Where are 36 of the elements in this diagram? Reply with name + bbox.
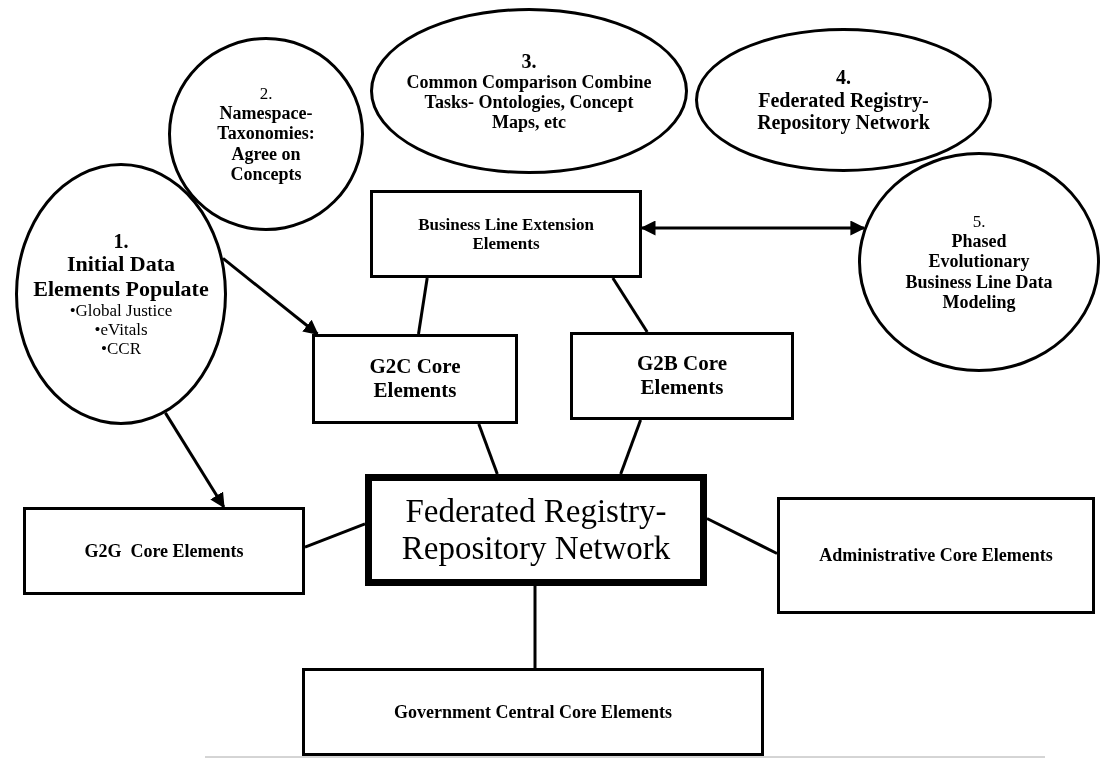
element-box [312,334,518,424]
step-number: 4. [836,66,851,89]
box-label: Federated Registry- Repository Network [400,493,672,567]
connector-line [304,522,366,549]
element-box [777,497,1095,614]
connector-line [619,419,642,475]
connector-line [417,277,429,335]
step-number: 3. [521,49,537,72]
connector-line [611,277,649,333]
bullet-item: •CCR [101,339,141,359]
box-label: G2G Core Elements [84,540,244,562]
step-number: 5. [972,212,986,232]
box-label: Government Central Core Elements [393,701,673,723]
connector-line [533,586,537,668]
step-title: Namespace- Taxonomies: Agree on Concepts [216,103,316,184]
connector-line [706,517,778,555]
box-label: Administrative Core Elements [819,545,1053,566]
box-label: Business Line Extension Elements [417,214,595,254]
step-title: Federated Registry- Repository Network [756,88,931,134]
element-box [370,190,642,278]
bullet-item: •eVitals [94,320,148,340]
element-box [23,507,305,595]
box-label: G2C Core Elements [368,355,462,403]
arrow [164,412,226,509]
box-label: G2B Core Elements [636,352,728,400]
step-title: Initial Data Elements Populate [32,252,210,302]
bullet-item: •Global Justice [69,301,173,321]
connector-line [477,423,499,475]
step-title: Common Comparison Combine Tasks- Ontologies, Concept Maps, etc [405,71,653,133]
network-box [365,474,707,586]
arrow [640,220,866,236]
element-box [302,668,764,756]
element-box [570,332,794,420]
step-number: 2. [259,84,273,104]
step-number: 1. [113,229,129,252]
step-title: Phased Evolutionary Business Line Data Modeling [904,231,1054,312]
